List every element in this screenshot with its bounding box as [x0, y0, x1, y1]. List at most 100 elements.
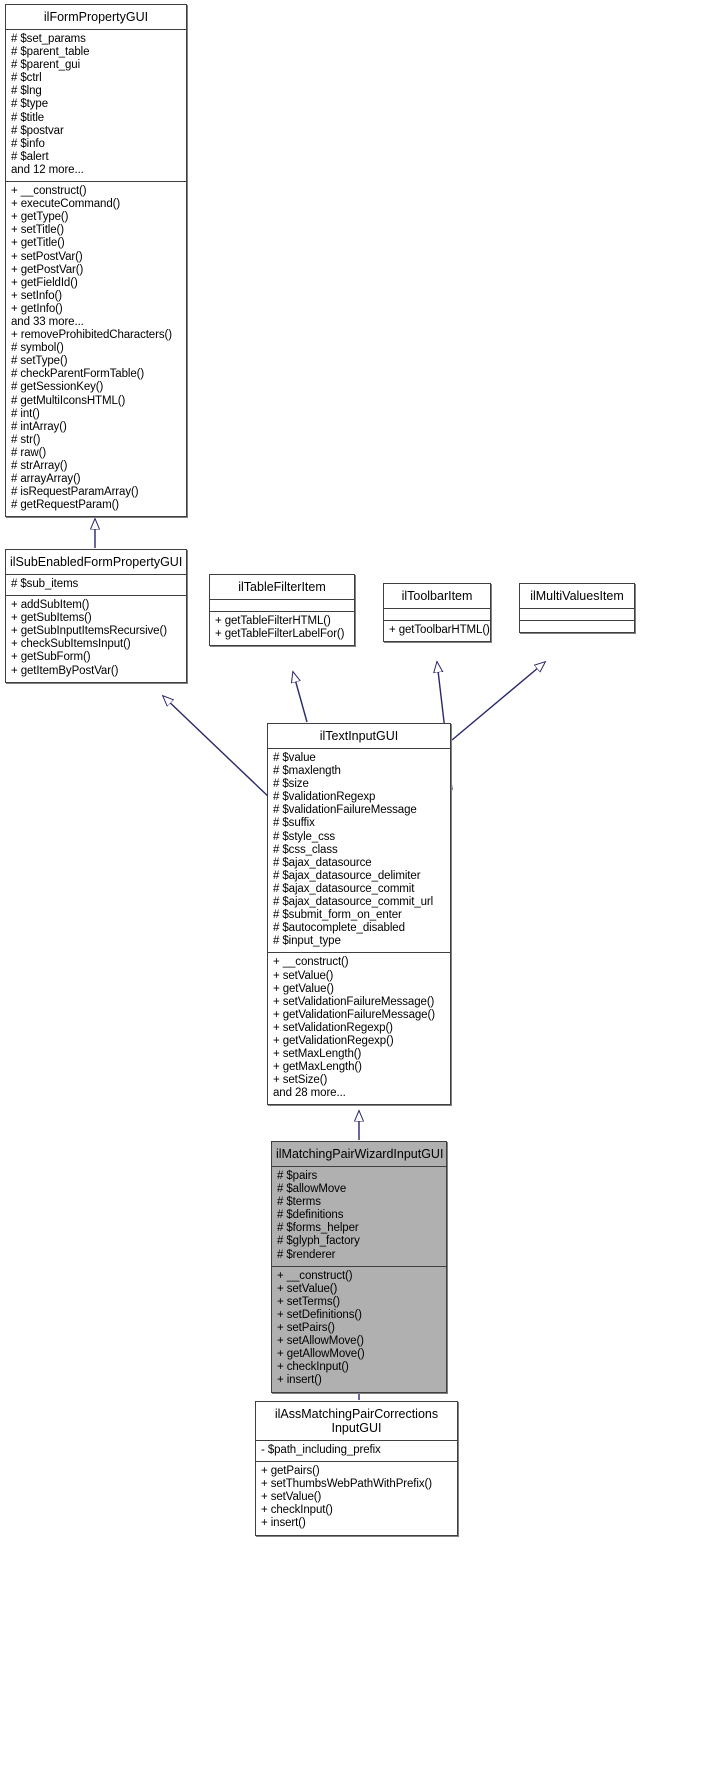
method-row: # raw()	[11, 446, 47, 459]
method-row: + addSubItem()	[11, 599, 90, 612]
method-row: # intArray()	[11, 420, 67, 433]
attribute-row: # $value	[273, 752, 316, 764]
method-row: + setPairs()	[277, 1322, 335, 1335]
methods-section: + getTableFilterHTML() + getTableFilterL…	[210, 612, 354, 645]
class-title: ilFormPropertyGUI	[6, 5, 186, 30]
class-title: ilTextInputGUI	[268, 724, 450, 749]
attribute-row: # $ajax_datasource_commit_url	[273, 896, 434, 909]
method-row: + setPostVar()	[11, 250, 83, 263]
method-row: + getInfo()	[11, 302, 63, 315]
attributes-section: # $value # $maxlength # $size # $validat…	[268, 749, 450, 954]
method-row: + removeProhibitedCharacters()	[11, 329, 172, 342]
method-row: + setThumbsWebPathWithPrefix()	[261, 1478, 432, 1491]
method-row: + setValue()	[277, 1282, 338, 1295]
methods-section: + __construct() + setValue() + getValue(…	[268, 953, 450, 1104]
method-row: + insert()	[277, 1374, 322, 1387]
method-row: + getValidationFailureMessage()	[273, 1008, 435, 1021]
method-row: + getType()	[11, 211, 69, 224]
attribute-row: # $forms_helper	[277, 1222, 359, 1235]
class-box-iltoolbaritem[interactable]: ilToolbarItem + getToolbarHTML()	[383, 583, 491, 643]
methods-section: + getToolbarHTML()	[384, 621, 490, 641]
methods-section: + __construct() + executeCommand() + get…	[6, 182, 186, 516]
attributes-section: # $set_params # $parent_table # $parent_…	[6, 30, 186, 183]
attribute-row: # $terms	[277, 1196, 321, 1209]
class-title: ilMatchingPairWizardInputGUI	[272, 1142, 446, 1167]
attribute-row: # $postvar	[11, 124, 64, 137]
method-row: + checkInput()	[277, 1361, 349, 1374]
method-row: # getSessionKey()	[11, 381, 104, 394]
method-row: # arrayArray()	[11, 473, 81, 486]
method-row: + getSubItems()	[11, 612, 92, 625]
attributes-section	[210, 600, 354, 612]
class-box-ilformpropertygui[interactable]: ilFormPropertyGUI # $set_params # $paren…	[5, 4, 187, 518]
method-more: and 33 more...	[11, 315, 84, 328]
class-box-iltextinputgui[interactable]: ilTextInputGUI # $value # $maxlength # $…	[267, 723, 451, 1106]
method-row: + checkSubItemsInput()	[11, 638, 131, 651]
method-row: + getTitle()	[11, 237, 65, 250]
methods-section: + getPairs() + setThumbsWebPathWithPrefi…	[256, 1462, 457, 1534]
class-title: ilAssMatchingPairCorrections InputGUI	[256, 1402, 457, 1441]
attribute-row: # $autocomplete_disabled	[273, 922, 405, 935]
method-row: # strArray()	[11, 460, 68, 472]
method-row: + setSize()	[273, 1074, 328, 1087]
attribute-row: # $alert	[11, 150, 49, 163]
class-box-ilassmatchingpaircorrectionsinputgui[interactable]: ilAssMatchingPairCorrections InputGUI - …	[255, 1401, 458, 1536]
attributes-section: # $sub_items	[6, 575, 186, 597]
method-row: + getFieldId()	[11, 276, 78, 289]
edge-textinput-to-multivaluesitem	[451, 662, 545, 741]
method-row: + __construct()	[273, 956, 349, 969]
methods-section	[520, 621, 634, 632]
attribute-row: # $lng	[11, 85, 42, 98]
edge-textinput-to-tablefilteritem	[293, 672, 308, 723]
attribute-row: # $title	[11, 111, 45, 124]
attribute-row: # $maxlength	[273, 765, 341, 778]
method-row: + getTableFilterHTML()	[215, 615, 331, 627]
method-row: + getTableFilterLabelFor()	[215, 628, 345, 641]
attribute-row: # $ctrl	[11, 72, 42, 85]
attribute-row: # $validationRegexp	[273, 791, 376, 804]
class-title: ilMultiValuesItem	[520, 584, 634, 609]
attribute-row: # $allowMove	[277, 1183, 347, 1196]
attribute-row: # $renderer	[277, 1248, 336, 1261]
method-row: # checkParentFormTable()	[11, 368, 145, 381]
method-row: # getRequestParam()	[11, 499, 120, 512]
attribute-row: # $css_class	[273, 843, 338, 856]
edge-textinput-to-subenabled	[163, 696, 273, 801]
attribute-row: # $info	[11, 137, 45, 150]
method-row: + getItemByPostVar()	[11, 664, 119, 677]
method-row: + getAllowMove()	[277, 1348, 365, 1361]
method-row: + getToolbarHTML()	[389, 624, 490, 636]
method-row: + getPairs()	[261, 1465, 320, 1478]
method-row: # str()	[11, 433, 41, 446]
attribute-row: - $path_including_prefix	[261, 1444, 381, 1456]
class-box-ilsubenabledformpropertygui[interactable]: ilSubEnabledFormPropertyGUI # $sub_items…	[5, 549, 187, 683]
class-box-iltablefilteritem[interactable]: ilTableFilterItem + getTableFilterHTML()…	[209, 574, 355, 647]
method-row: + executeCommand()	[11, 198, 121, 211]
attribute-row: # $style_css	[273, 830, 336, 843]
attributes-section: - $path_including_prefix	[256, 1441, 457, 1463]
methods-section: + __construct() + setValue() + setTerms(…	[272, 1267, 446, 1392]
method-row: + getValue()	[273, 982, 334, 995]
class-box-ilmultivaluesitem[interactable]: ilMultiValuesItem	[519, 583, 635, 633]
method-row: + setMaxLength()	[273, 1048, 362, 1061]
attributes-section: # $pairs # $allowMove # $terms # $defini…	[272, 1167, 446, 1267]
method-row: + getValidationRegexp()	[273, 1034, 394, 1047]
method-row: + setInfo()	[11, 289, 62, 302]
attribute-row: # $parent_gui	[11, 59, 81, 72]
method-row: + setValue()	[273, 969, 334, 982]
attribute-row: # $ajax_datasource_commit	[273, 882, 415, 895]
method-more: and 28 more...	[273, 1087, 346, 1100]
attribute-row: # $glyph_factory	[277, 1235, 360, 1248]
attribute-row: # $pairs	[277, 1170, 318, 1182]
method-row: + getSubForm()	[11, 651, 91, 664]
method-row: # symbol()	[11, 342, 64, 355]
attribute-row: # $suffix	[273, 817, 315, 830]
attribute-row: # $submit_form_on_enter	[273, 909, 402, 922]
method-row: + getPostVar()	[11, 263, 84, 276]
method-row: + __construct()	[277, 1269, 353, 1282]
attribute-row: # $parent_table	[11, 46, 90, 59]
attributes-section	[384, 609, 490, 621]
class-box-ilmatchingpairwizardinputgui[interactable]: ilMatchingPairWizardInputGUI # $pairs # …	[271, 1141, 447, 1393]
class-title: ilToolbarItem	[384, 584, 490, 609]
methods-section: + addSubItem() + getSubItems() + getSubI…	[6, 596, 186, 682]
